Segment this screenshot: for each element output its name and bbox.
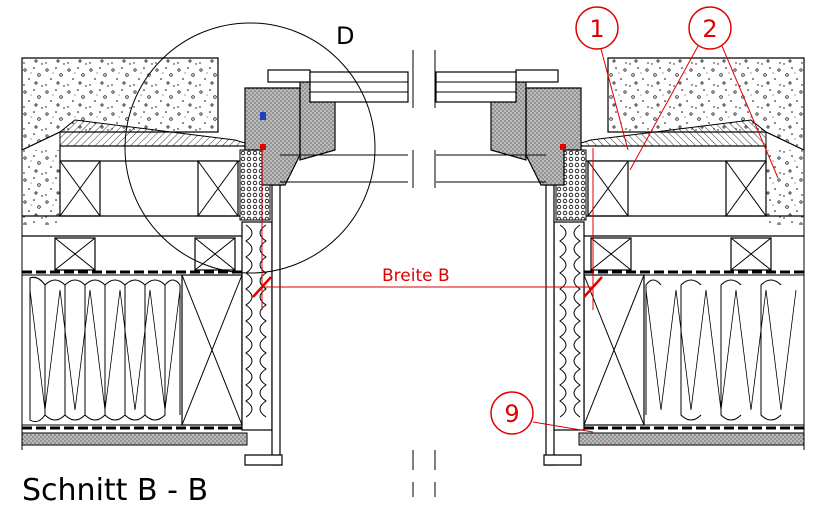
- break-lines: [412, 50, 436, 497]
- section-title: Schnitt B - B: [22, 473, 208, 505]
- callout-9-label: 9: [504, 400, 519, 428]
- right-roof-build-up: [435, 57, 805, 466]
- detail-label: D: [336, 22, 354, 50]
- dimension-label: Breite B: [382, 266, 450, 286]
- left-insulation: [21, 274, 183, 426]
- callout-2-label: 2: [702, 15, 717, 43]
- left-red-seal: [260, 144, 266, 150]
- detail-circle-d: [124, 22, 376, 274]
- callout-1-label: 1: [589, 15, 604, 43]
- callout-1: 1: [575, 6, 629, 151]
- callout-2: 2: [629, 6, 779, 179]
- left-window-frame: [239, 69, 409, 466]
- left-ceiling-board: [21, 432, 248, 446]
- width-dimension: Breite B: [252, 148, 603, 310]
- left-board: [59, 145, 246, 162]
- left-roof-build-up: [21, 57, 248, 450]
- left-blue-seal: [260, 112, 266, 120]
- callout-9: 9: [490, 391, 594, 435]
